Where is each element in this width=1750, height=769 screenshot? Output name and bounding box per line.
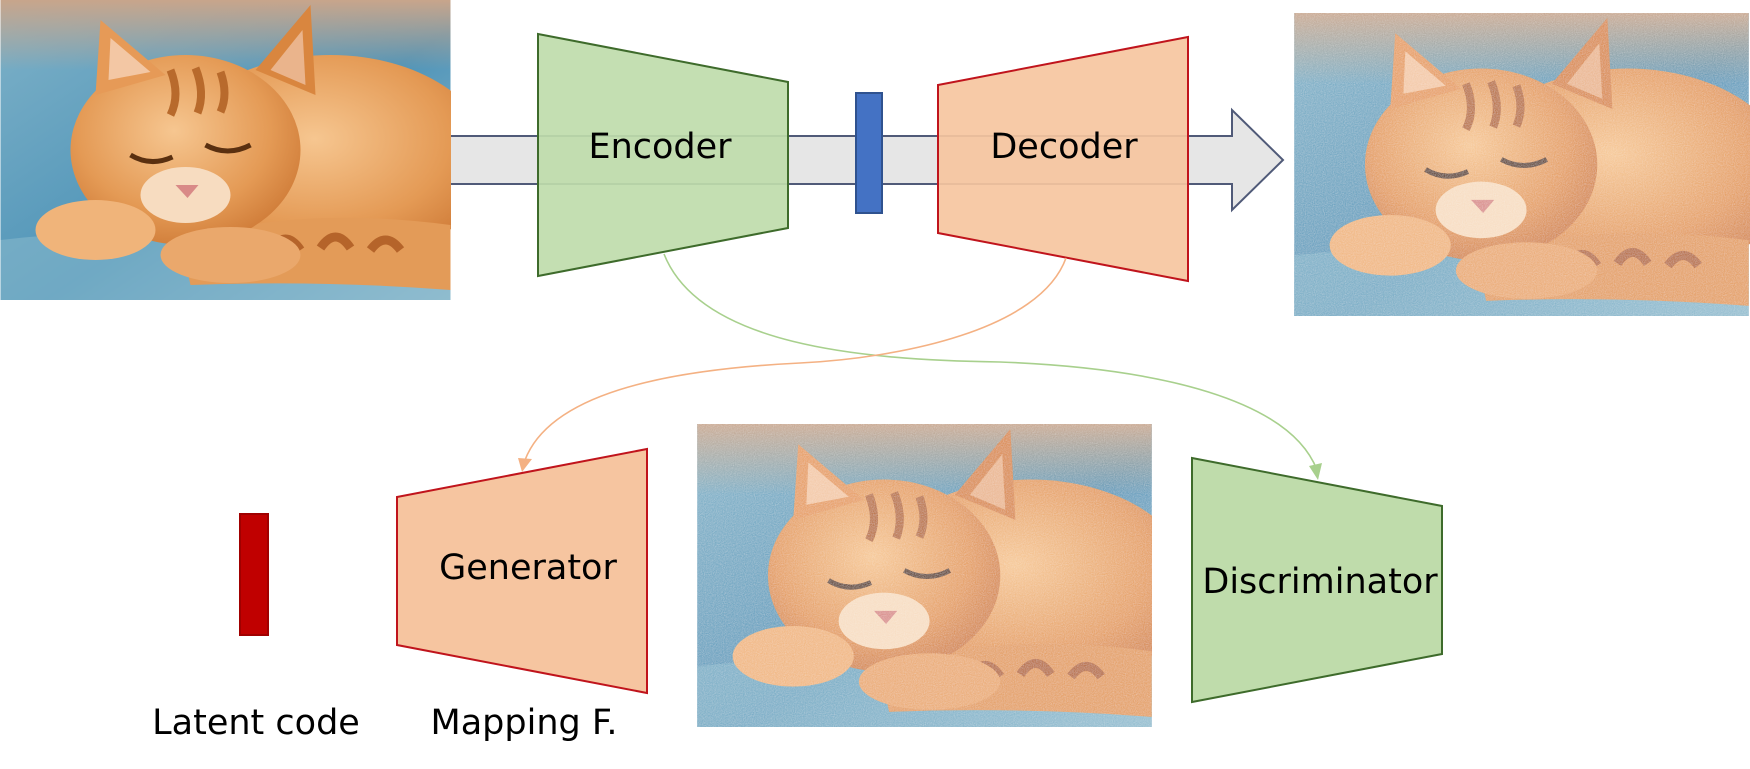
decoder-label: Decoder (990, 127, 1138, 167)
generator-block (396, 447, 648, 695)
arrowhead-generator (518, 458, 532, 472)
decoder-block (937, 35, 1189, 283)
encoder-label: Encoder (588, 127, 732, 167)
decoder-to-generator-curve (524, 257, 1067, 461)
generated-cat-image (697, 424, 1192, 727)
encoder-to-discriminator-curve (663, 253, 1318, 471)
encoder-block (537, 32, 789, 278)
latent-code-bar (239, 513, 269, 636)
input-cat-image (1, 0, 491, 300)
discriminator-label: Discriminator (1202, 562, 1438, 602)
generator-label: Generator (439, 548, 617, 588)
arrowhead-discriminator (1309, 463, 1322, 480)
reconstructed-cat-image (1294, 13, 1750, 316)
mapping-label: Mapping F. (431, 703, 618, 743)
bottleneck-code (855, 92, 883, 214)
discriminator-block (1191, 456, 1443, 704)
latent-code-label: Latent code (152, 703, 360, 743)
